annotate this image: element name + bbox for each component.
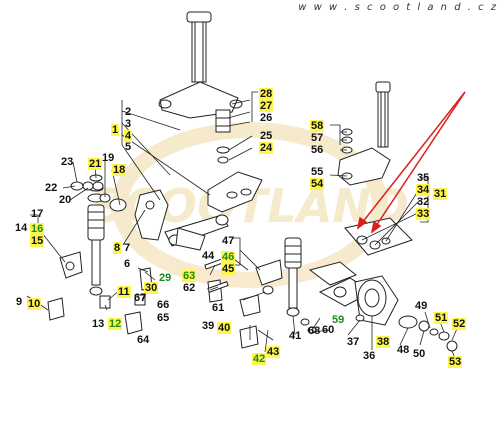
part-label-1: 1: [111, 124, 120, 136]
site-url-header: w w w . s c o o t l a n d . c z: [298, 2, 498, 13]
part-label-45: 45: [221, 263, 236, 275]
part-label-3: 3: [125, 118, 132, 130]
part-label-47: 47: [222, 235, 235, 247]
part-label-29: 29: [159, 272, 172, 284]
part-label-52: 52: [452, 318, 467, 330]
part-label-13: 13: [92, 318, 105, 330]
part-label-43: 43: [266, 346, 281, 358]
part-label-55: 55: [311, 166, 324, 178]
part-label-66: 66: [157, 299, 170, 311]
center-shock-absorber: [239, 237, 317, 349]
part-label-49: 49: [415, 300, 428, 312]
part-label-24: 24: [259, 142, 274, 154]
part-label-27: 27: [259, 100, 274, 112]
part-label-40: 40: [217, 322, 232, 334]
leader-lines: [26, 91, 461, 359]
part-label-8: 8: [113, 242, 122, 254]
part-label-39: 39: [202, 320, 215, 332]
part-label-59: 59: [332, 314, 345, 326]
part-label-22: 22: [45, 182, 58, 194]
part-label-4: 4: [124, 130, 133, 142]
part-label-34: 34: [416, 184, 431, 196]
left-link-arm: [134, 189, 229, 251]
part-label-63: 63: [182, 270, 197, 282]
part-label-41: 41: [289, 330, 302, 342]
part-label-50: 50: [413, 348, 426, 360]
part-label-28: 28: [259, 88, 274, 100]
part-label-21: 21: [88, 158, 103, 170]
part-label-20: 20: [59, 194, 72, 206]
part-label-6: 6: [124, 258, 131, 270]
part-label-68: 68: [308, 325, 321, 337]
right-steering-stem: [337, 81, 391, 186]
part-label-16: 16: [30, 223, 45, 235]
part-label-56: 56: [311, 144, 324, 156]
part-label-64: 64: [137, 334, 150, 346]
part-label-26: 26: [260, 112, 273, 124]
part-label-57: 57: [311, 132, 324, 144]
part-label-53: 53: [448, 356, 463, 368]
part-label-33: 33: [416, 208, 431, 220]
left-knuckle: [47, 181, 146, 335]
part-label-42: 42: [252, 353, 267, 365]
part-label-58: 58: [310, 120, 325, 132]
part-label-19: 19: [102, 152, 115, 164]
part-label-37: 37: [347, 336, 360, 348]
left-steering-stem: [158, 11, 243, 164]
part-label-14: 14: [15, 222, 28, 234]
part-label-32: 32: [417, 196, 430, 208]
part-label-48: 48: [397, 344, 410, 356]
part-label-12: 12: [108, 318, 123, 330]
part-label-38: 38: [376, 336, 391, 348]
part-label-9: 9: [16, 296, 23, 308]
part-label-51: 51: [434, 312, 449, 324]
part-label-44: 44: [202, 250, 215, 262]
part-label-11: 11: [117, 286, 131, 298]
part-label-31: 31: [433, 188, 448, 200]
part-label-17: 17: [31, 208, 44, 220]
part-label-60: 60: [322, 324, 335, 336]
right-wheel-hub: [308, 261, 458, 352]
part-label-61: 61: [212, 302, 225, 314]
part-label-18: 18: [112, 164, 127, 176]
part-label-2: 2: [125, 106, 132, 118]
part-label-7: 7: [124, 242, 131, 254]
part-label-35: 35: [417, 172, 430, 184]
part-label-46: 46: [221, 251, 236, 263]
part-label-67: 67: [134, 292, 147, 304]
left-lower-yoke: [207, 171, 263, 213]
red-pointer-arrows: [356, 91, 466, 234]
part-label-23: 23: [61, 156, 74, 168]
part-label-5: 5: [125, 141, 132, 153]
part-label-65: 65: [157, 312, 170, 324]
part-label-54: 54: [310, 178, 325, 190]
part-label-62: 62: [183, 282, 196, 294]
part-label-30: 30: [144, 282, 159, 294]
part-label-25: 25: [260, 130, 273, 142]
part-label-36: 36: [363, 350, 376, 362]
part-label-15: 15: [30, 235, 45, 247]
part-label-10: 10: [27, 298, 42, 310]
